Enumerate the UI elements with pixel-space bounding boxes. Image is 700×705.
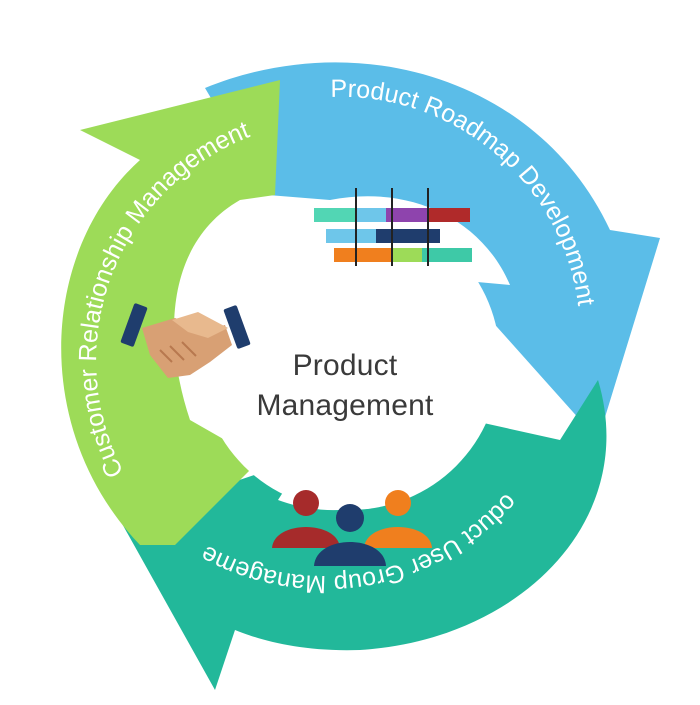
- center-title-line2: Management: [256, 389, 434, 422]
- segment-crm-shape: [61, 80, 280, 545]
- center-circle: [200, 210, 500, 510]
- segment-user-group-shape: [120, 380, 607, 690]
- handshake-icon: [120, 303, 251, 378]
- gantt-chart-icon: [314, 188, 472, 266]
- user-group-icon: [272, 490, 432, 566]
- segment-roadmap-shape: [205, 62, 660, 440]
- center-title-line1: Product: [292, 349, 398, 382]
